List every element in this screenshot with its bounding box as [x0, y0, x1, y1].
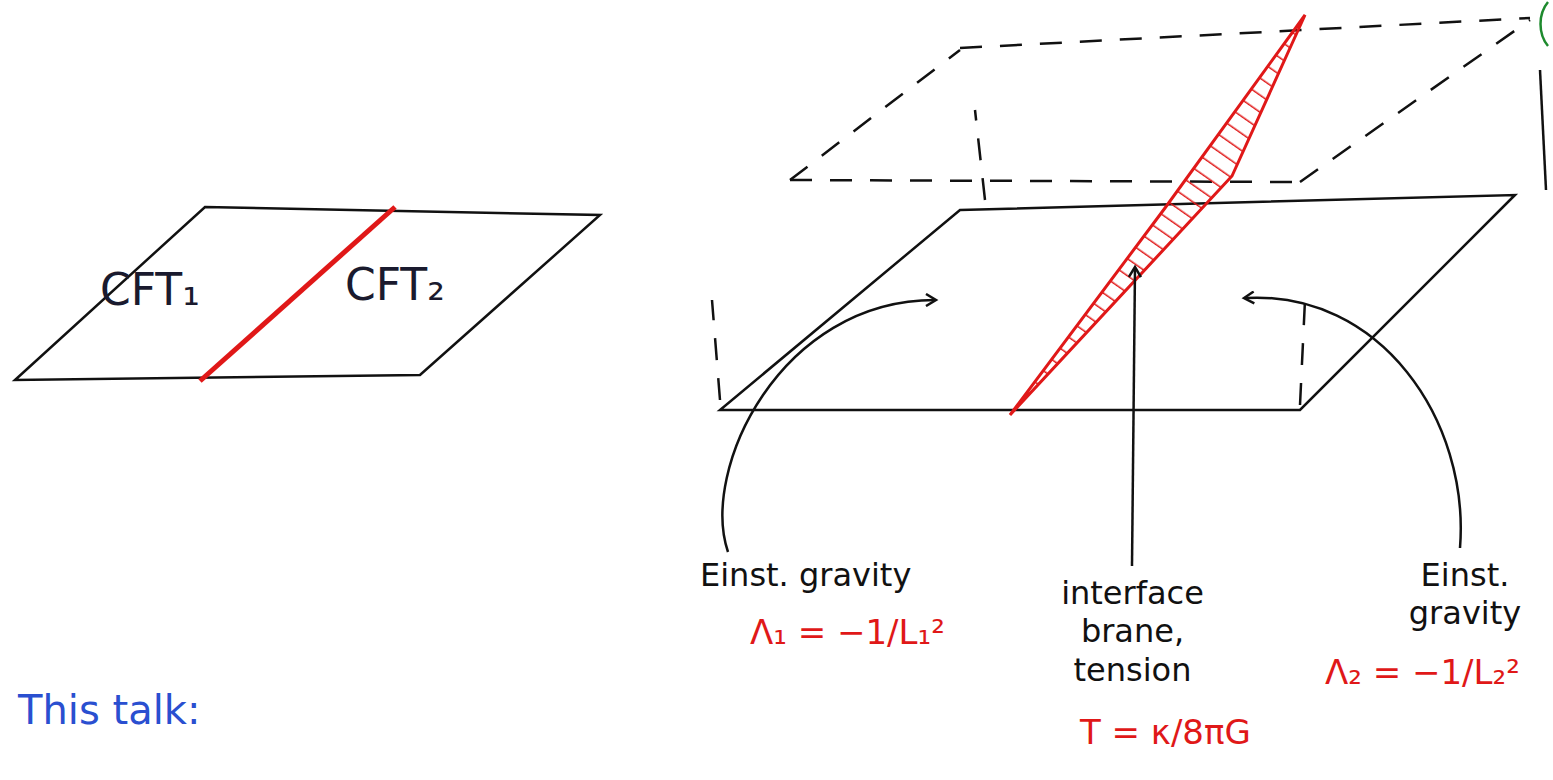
leader-arrow	[722, 300, 935, 552]
cosmological-constant: Λ₁ = −1/L₁²	[750, 612, 945, 653]
region-label: Einst. gravity	[700, 556, 911, 594]
corner-bracket	[1541, 2, 1549, 46]
plane-outline	[0, 195, 620, 395]
boundary-plane	[720, 195, 1515, 410]
dashed-box	[712, 18, 1530, 405]
tension-formula: T = κ/8πG	[1080, 712, 1251, 753]
leader-arrow	[1245, 298, 1461, 548]
region-label: Einst. gravity	[1395, 556, 1535, 633]
talk-heading: This talk:	[18, 686, 200, 734]
interface-brane	[1010, 15, 1305, 415]
boundary-plane: CFT₁ CFT₂	[0, 195, 620, 395]
box-edge	[1540, 70, 1546, 190]
cft-label: CFT₁	[100, 265, 200, 316]
brane-label: interface brane, tension	[1035, 574, 1230, 689]
cosmological-constant: Λ₂ = −1/L₂²	[1325, 652, 1520, 693]
leader-arrow	[1132, 268, 1135, 566]
cft-label: CFT₂	[345, 260, 445, 311]
